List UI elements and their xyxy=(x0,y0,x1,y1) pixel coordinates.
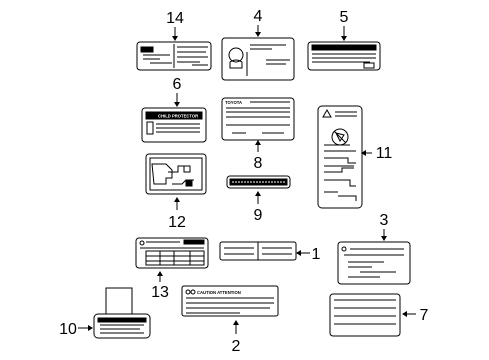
arrowhead-6 xyxy=(174,102,180,107)
label-part-9 xyxy=(226,175,291,189)
arrowhead-9 xyxy=(255,191,261,196)
label-part-2: CAUTION ATTENTION xyxy=(181,285,279,317)
label-part-13 xyxy=(135,237,209,269)
callout-14: 14 xyxy=(166,10,184,27)
label-part-11 xyxy=(317,105,363,209)
callout-9: 9 xyxy=(254,207,263,224)
label-part-1 xyxy=(219,241,297,261)
callout-13: 13 xyxy=(151,284,169,301)
label-part-7 xyxy=(329,293,401,337)
label-6-text: CHILD PROTECTOR xyxy=(158,114,198,119)
label-part-8: TOYOTA xyxy=(221,97,295,141)
callout-5: 5 xyxy=(340,9,349,26)
label-part-6: CHILD PROTECTOR xyxy=(141,107,207,143)
arrowhead-4 xyxy=(255,32,261,37)
label-part-4 xyxy=(221,37,295,81)
label-part-3 xyxy=(337,241,411,285)
arrowhead-2 xyxy=(233,320,239,325)
label-part-10 xyxy=(93,287,151,339)
callout-4: 4 xyxy=(254,8,263,25)
label-part-12 xyxy=(145,153,207,195)
arrowhead-11 xyxy=(361,150,366,156)
callout-2: 2 xyxy=(232,338,241,355)
callout-11: 11 xyxy=(376,145,393,162)
arrowhead-1 xyxy=(296,250,301,256)
callout-12: 12 xyxy=(168,214,186,231)
label-part-5 xyxy=(307,41,381,71)
arrowhead-7 xyxy=(402,311,407,317)
label-8-text: TOYOTA xyxy=(225,100,242,105)
callout-1: 1 xyxy=(312,246,321,263)
arrowhead-10 xyxy=(88,325,93,331)
callout-10: 10 xyxy=(59,321,77,338)
callout-6: 6 xyxy=(173,76,182,93)
arrowhead-5 xyxy=(341,36,347,41)
arrowhead-3 xyxy=(381,236,387,241)
arrowhead-8 xyxy=(255,140,261,145)
label-part-14 xyxy=(136,41,212,71)
callout-8: 8 xyxy=(254,155,263,172)
label-2-text: CAUTION ATTENTION xyxy=(197,290,241,295)
arrowhead-13 xyxy=(157,271,163,276)
arrowhead-14 xyxy=(172,36,178,41)
callout-3: 3 xyxy=(380,212,389,229)
callout-7: 7 xyxy=(420,307,429,324)
arrowhead-12 xyxy=(174,197,180,202)
